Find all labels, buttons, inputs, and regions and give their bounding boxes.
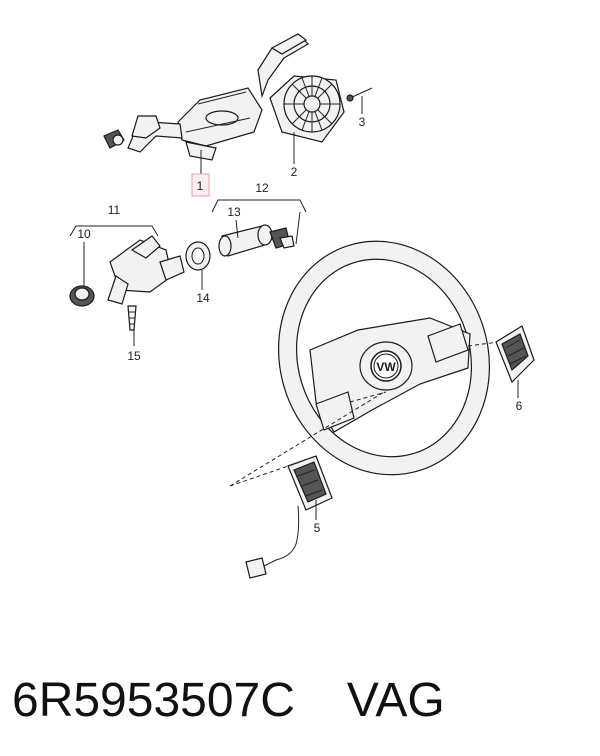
callout-3: 3 <box>359 115 366 129</box>
vw-logo: VW <box>370 350 402 382</box>
callout-1: 1 <box>197 179 204 193</box>
clock-spring <box>269 75 345 143</box>
callout-2: 2 <box>291 165 298 179</box>
callout-12: 12 <box>255 181 269 195</box>
brand-name: VAG <box>346 673 445 727</box>
retaining-ring <box>185 241 211 271</box>
parts-diagram: VW 1 2 3 5 6 10 11 1 <box>69 33 535 579</box>
small-pin <box>346 87 373 102</box>
caption: 6R5953507C VAG <box>12 660 592 740</box>
callout-5: 5 <box>314 521 321 535</box>
lock-cylinder <box>218 224 295 257</box>
callout-6: 6 <box>516 399 523 413</box>
callout-14: 14 <box>196 291 210 305</box>
bolt <box>127 305 137 331</box>
callout-13: 13 <box>227 205 241 219</box>
callout-11: 11 <box>108 203 121 217</box>
left-mf-button <box>245 455 333 579</box>
part-number: 6R5953507C <box>12 673 295 727</box>
callout-10: 10 <box>77 227 91 241</box>
vw-logo-text: VW <box>376 360 396 374</box>
lock-housing <box>69 235 185 307</box>
right-mf-button <box>495 325 535 384</box>
callout-15: 15 <box>127 349 141 363</box>
callout-1-highlight <box>191 173 210 197</box>
leader-lines <box>69 96 519 520</box>
